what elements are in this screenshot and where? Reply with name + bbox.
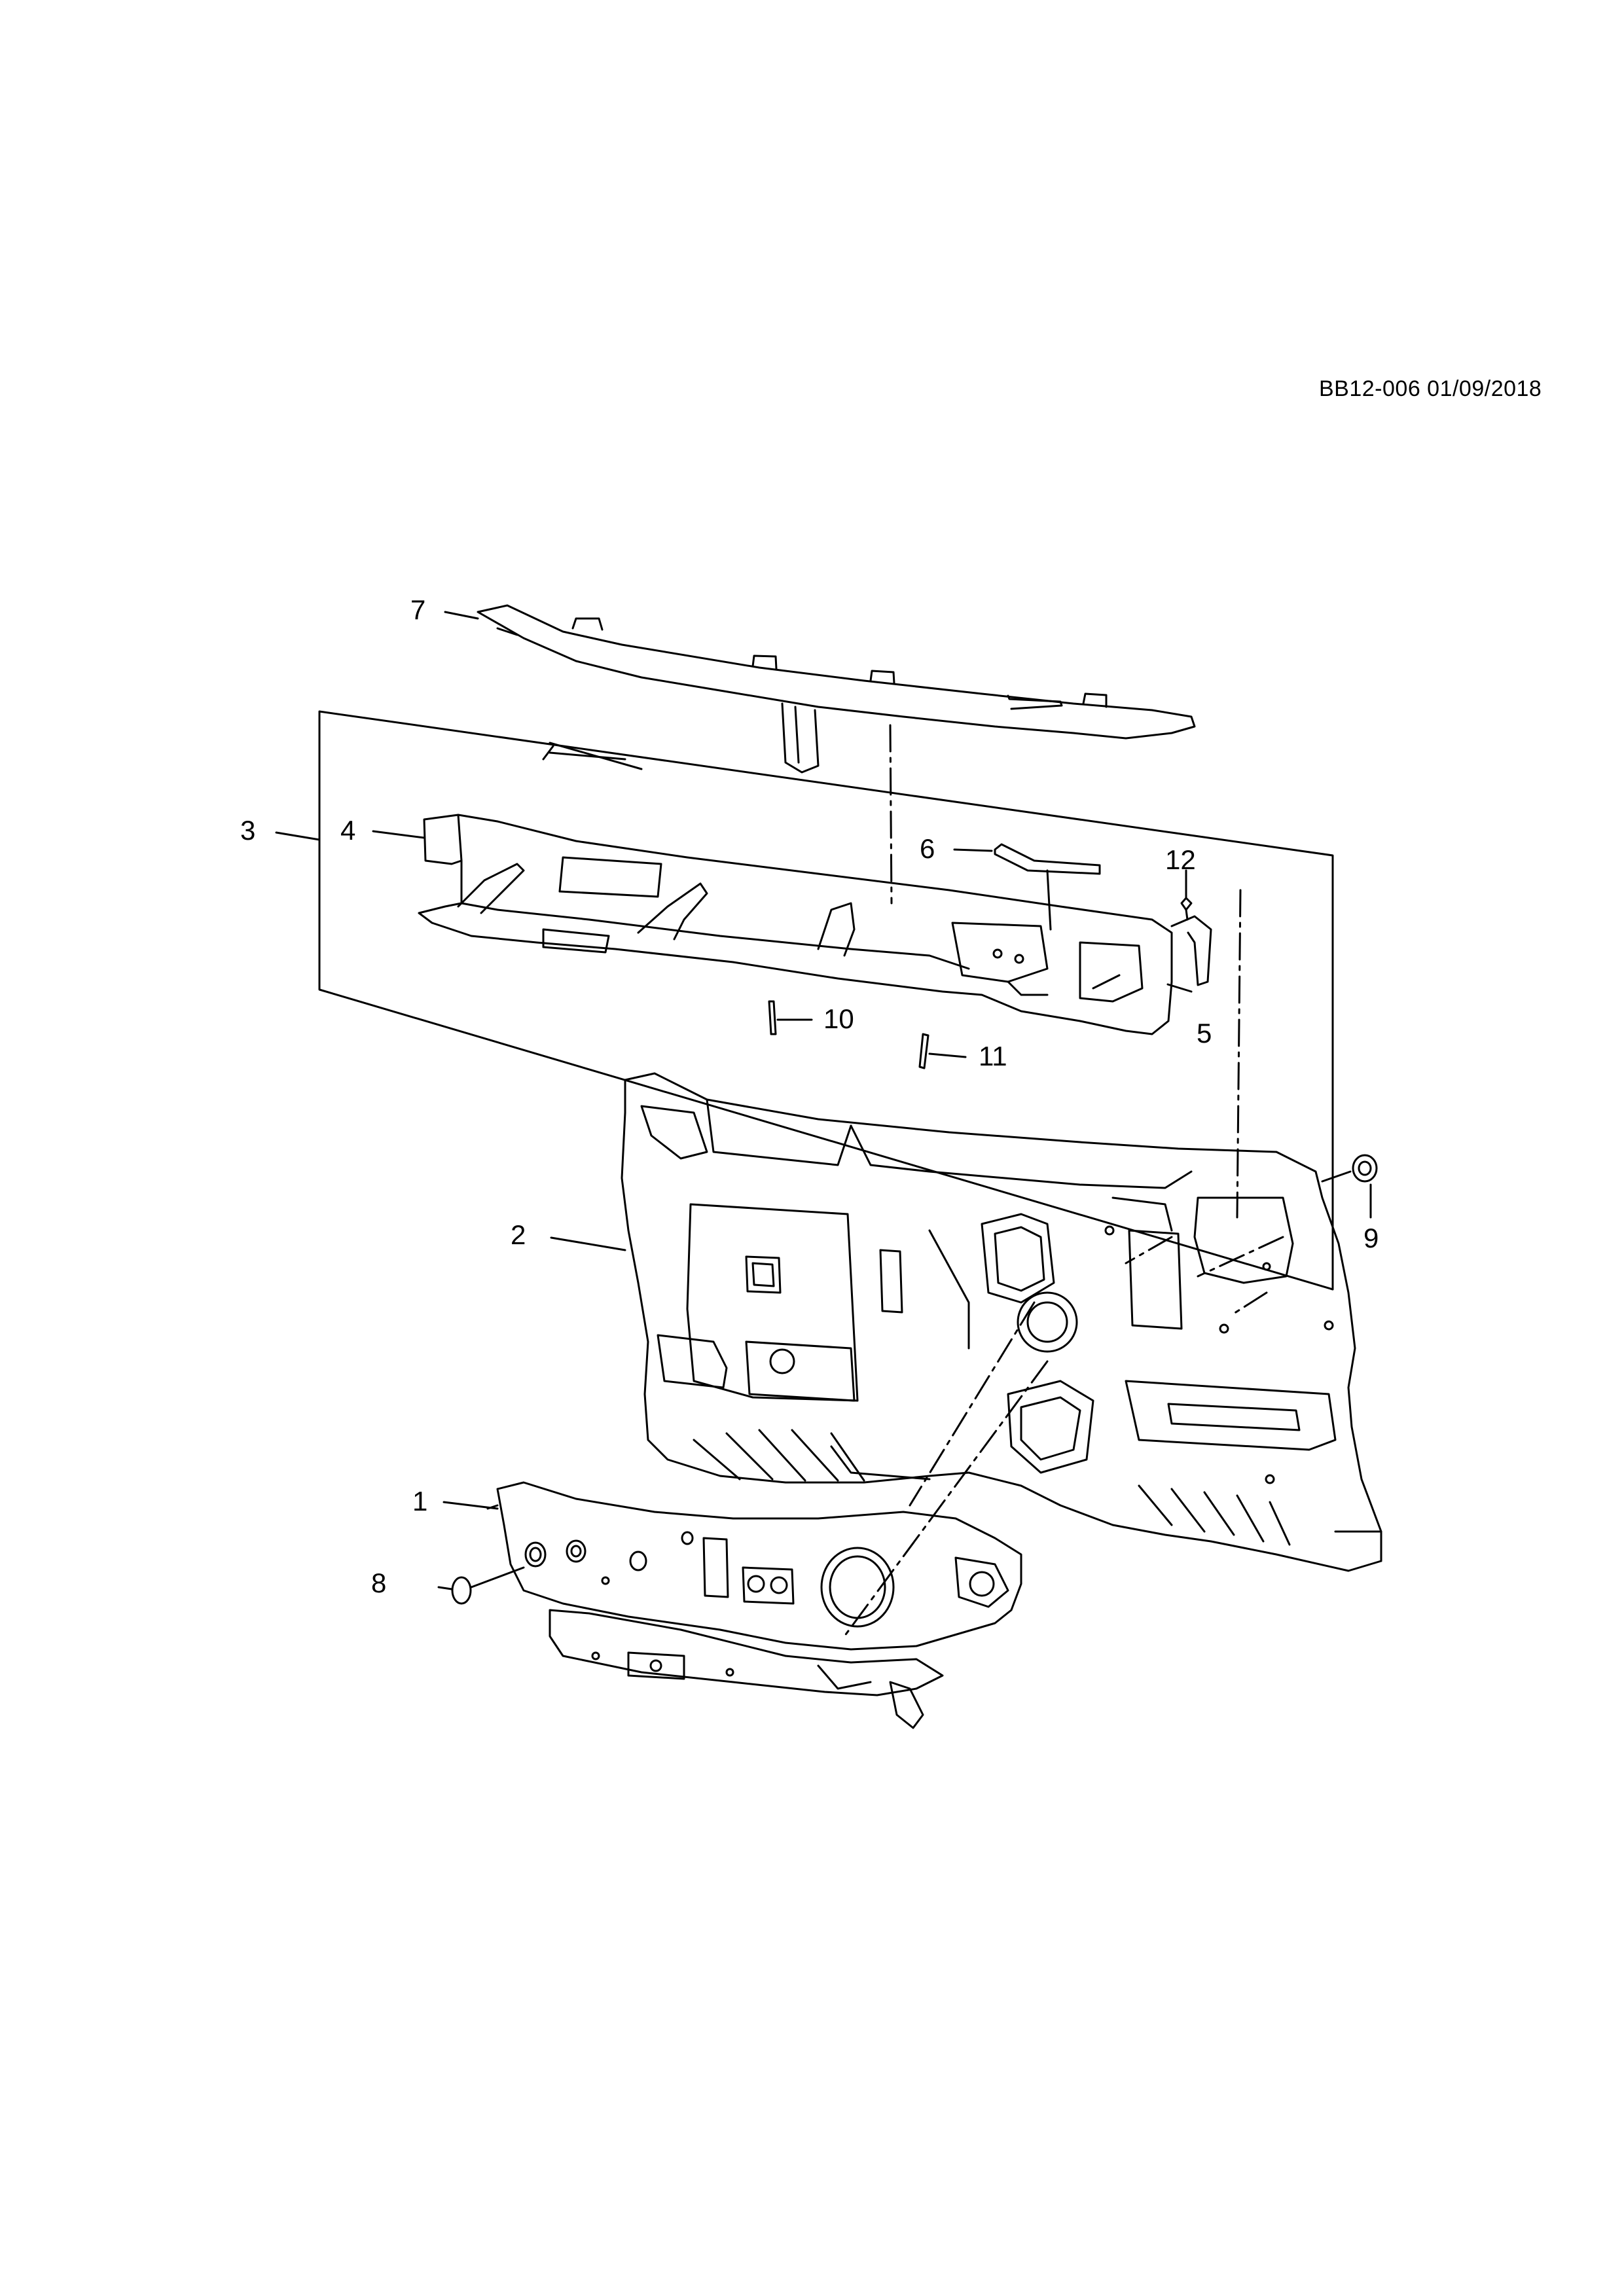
leader-1 [442, 1501, 499, 1510]
part-4-plenum-panel [418, 814, 1212, 1035]
callout-9: 9 [1363, 1223, 1379, 1253]
assembly-3-frame [275, 710, 1334, 1291]
callout-12: 12 [1165, 844, 1196, 875]
part-2-dash-panel [621, 1072, 1382, 1572]
alignment-lines [843, 724, 1284, 1638]
callout-2: 2 [511, 1219, 526, 1250]
fasteners-10-11-12 [768, 897, 1193, 1069]
part-8-grommet [437, 1566, 525, 1605]
callout-10: 10 [823, 1003, 854, 1034]
callout-3: 3 [240, 815, 256, 846]
leader-2 [550, 1236, 626, 1251]
callout-8: 8 [371, 1568, 387, 1598]
callout-6: 6 [920, 833, 935, 864]
callout-4: 4 [340, 815, 356, 846]
callout-11: 11 [979, 1041, 1007, 1071]
part-1-lower-panel [496, 1481, 1022, 1729]
part-6-bracket [953, 843, 1101, 931]
callout-1: 1 [412, 1486, 428, 1516]
drawing-code: BB12-006 01/09/2018 [1319, 376, 1542, 401]
callout-7: 7 [410, 594, 426, 625]
leader-lines [372, 611, 1193, 1510]
callout-5: 5 [1197, 1018, 1212, 1049]
part-9-plug [1321, 1154, 1378, 1219]
part-7-upper-reinforcement [477, 604, 1196, 774]
